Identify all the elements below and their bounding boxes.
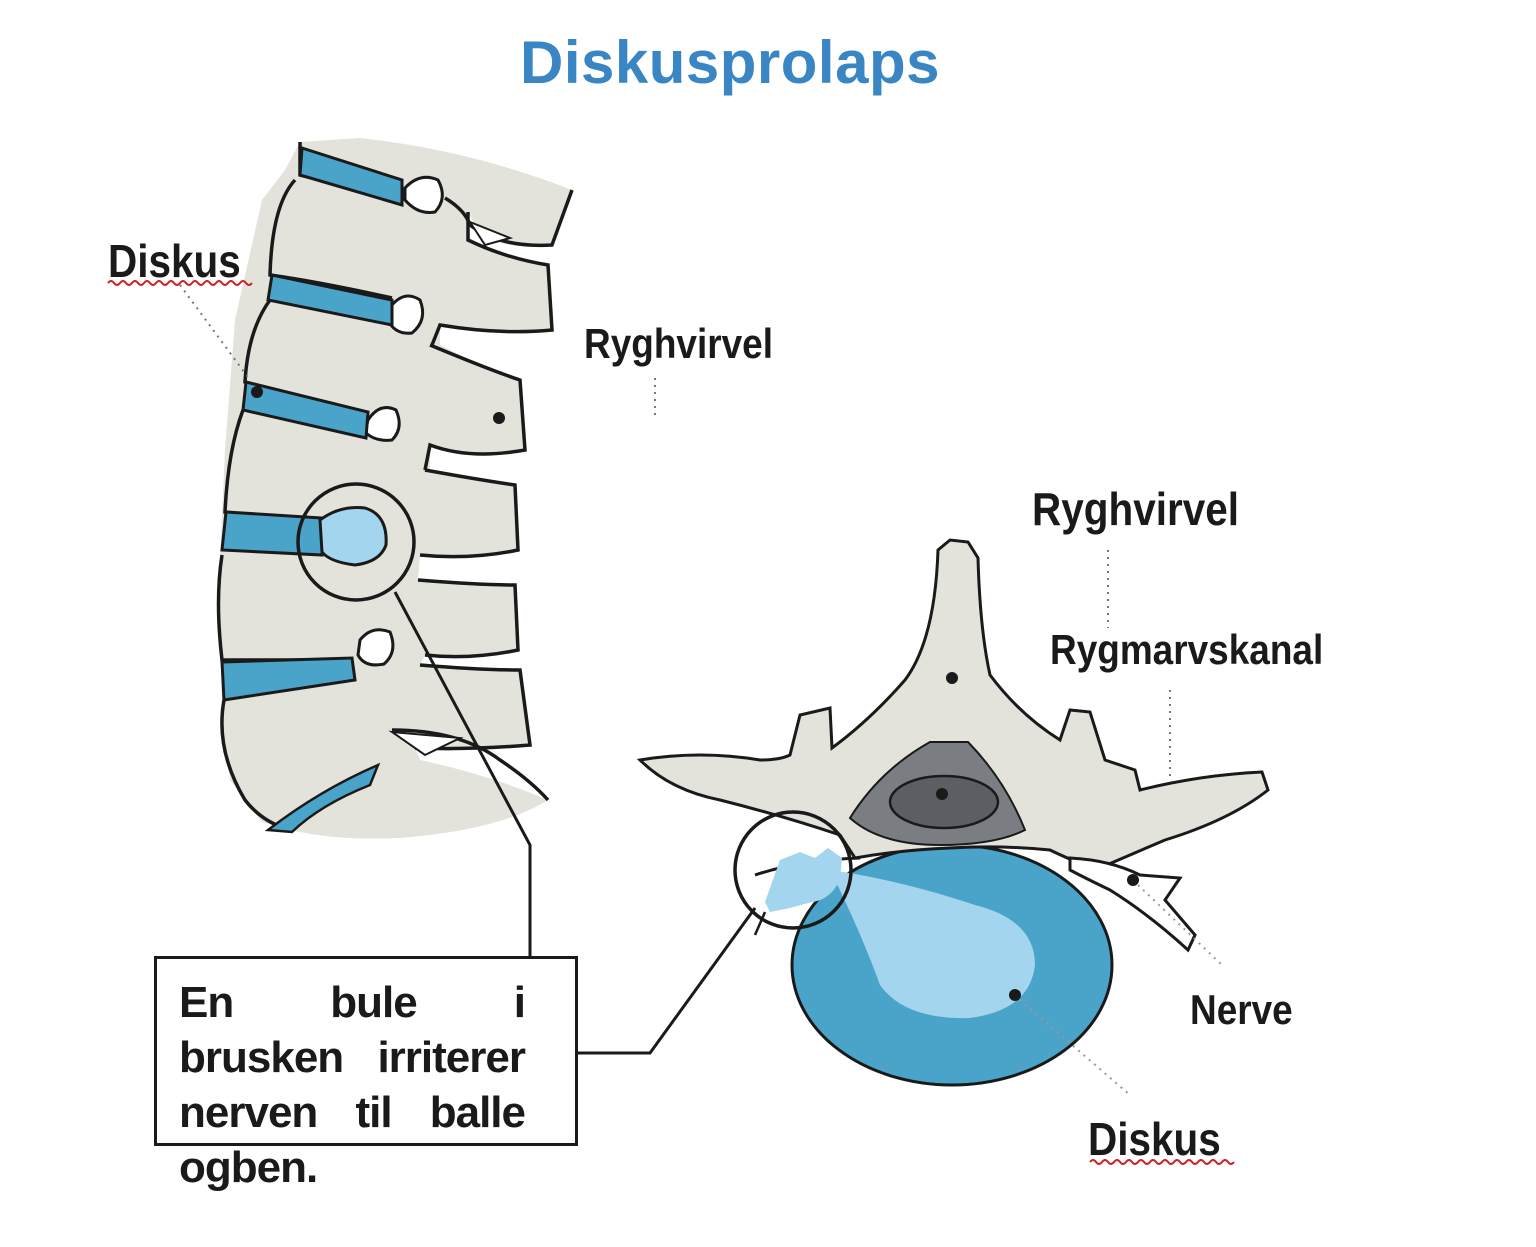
side-disc-5	[220, 656, 357, 702]
top-vertebra-dot	[946, 672, 958, 684]
side-disc-3	[241, 380, 370, 440]
top-spinal-cord	[888, 774, 1000, 830]
side-spine-view	[179, 138, 656, 839]
side-foramen-2	[386, 294, 425, 335]
side-vertebra-body-2	[268, 178, 393, 300]
side-disc-6	[264, 762, 381, 834]
side-process-3	[423, 343, 527, 471]
top-disc-dot	[1009, 989, 1021, 1001]
top-disc-nucleus	[830, 870, 1035, 1019]
side-process-5	[417, 578, 520, 659]
spellcheck-squiggle-1	[107, 280, 253, 286]
label-top-disc: Diskus	[1088, 1113, 1221, 1165]
top-canal-dot	[936, 788, 948, 800]
top-vertebra-view	[636, 538, 1270, 1096]
side-foramen-5	[467, 219, 514, 247]
side-vertebra-body-6	[220, 699, 291, 832]
side-foramen-6	[388, 730, 464, 757]
label-side-vertebra: Ryghvirvel	[584, 320, 773, 367]
side-vertebra-dot	[493, 412, 505, 424]
side-process-6	[414, 663, 532, 751]
side-foramen-3	[363, 406, 401, 442]
page-title: Diskusprolaps	[520, 29, 940, 96]
side-process-4	[419, 468, 520, 559]
side-disc-4	[220, 510, 324, 557]
top-disc-bulge	[765, 848, 842, 912]
callout-box: En bule i brusken irriterer nerven til b…	[154, 956, 578, 1192]
side-foramen-1	[403, 175, 444, 214]
callout-connector-side	[393, 591, 532, 956]
side-disc-bulge	[318, 506, 388, 567]
top-vertebra-bone	[636, 538, 1270, 872]
callout-connector-top	[578, 907, 757, 1055]
side-process-2	[430, 212, 554, 346]
side-disc-leader	[179, 284, 251, 381]
top-nerve-dot	[1127, 874, 1139, 886]
label-nerve: Nerve	[1190, 986, 1293, 1033]
callout-text: En bule i brusken irriterer nerven til b…	[179, 978, 526, 1192]
spellcheck-squiggle-2	[1089, 1159, 1235, 1165]
callout-connector-tick	[753, 911, 767, 936]
top-nerve-root	[1068, 856, 1197, 953]
side-disc-1	[298, 145, 404, 208]
side-foramen-4	[356, 628, 395, 667]
top-nerve-leader	[1137, 884, 1223, 966]
label-top-vertebra: Ryghvirvel	[1032, 483, 1239, 535]
side-disc-dot	[251, 386, 263, 398]
label-side-disc: Diskus	[108, 235, 241, 287]
label-spinal-canal: Rygmarvskanal	[1050, 626, 1324, 673]
side-highlight-circle	[296, 482, 416, 602]
top-highlight-circle	[733, 810, 853, 930]
side-disc-2	[266, 273, 394, 327]
side-process-7	[391, 728, 550, 802]
